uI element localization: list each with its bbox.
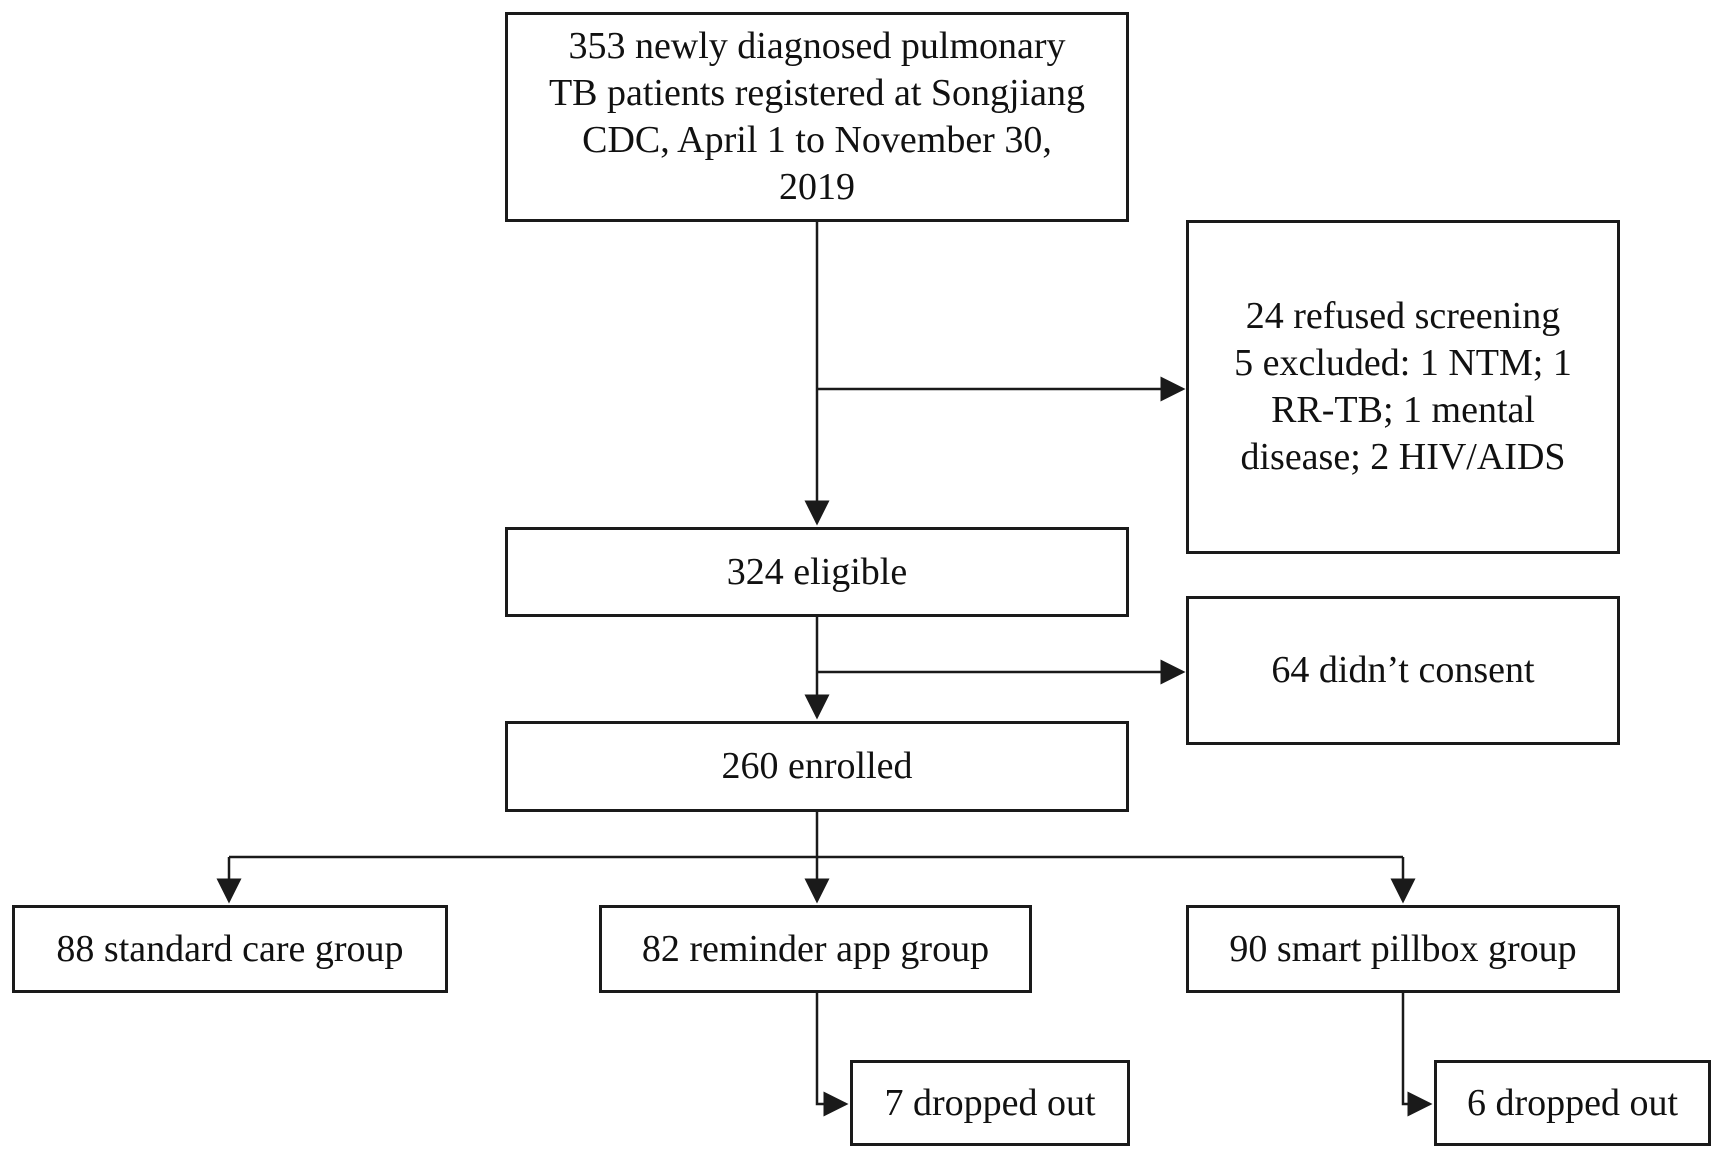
arrow-pillbox-to-dropout <box>1401 993 1433 1117</box>
node-app-dropout-label: 7 dropped out <box>884 1081 1096 1124</box>
node-excluded-line-1: 24 refused screening <box>1245 295 1561 337</box>
arrow-app-to-dropout <box>815 993 849 1117</box>
node-smart-pillbox-label: 90 smart pillbox group <box>1229 927 1577 970</box>
node-no-consent: 64 didn’t consent <box>1186 596 1620 745</box>
node-excluded-line-3: RR-TB; 1 mental <box>1271 389 1535 431</box>
node-app-dropout: 7 dropped out <box>850 1060 1130 1146</box>
node-reminder-app-label: 82 reminder app group <box>641 927 990 970</box>
node-smart-pillbox-group: 90 smart pillbox group <box>1186 905 1620 993</box>
node-eligible: 324 eligible <box>505 527 1129 617</box>
node-eligible-label: 324 eligible <box>726 550 908 593</box>
node-excluded: 24 refused screening 5 excluded: 1 NTM; … <box>1186 220 1620 554</box>
node-no-consent-label: 64 didn’t consent <box>1271 649 1535 691</box>
node-registered-line-1: 353 newly diagnosed pulmonary <box>568 25 1066 67</box>
node-excluded-line-2: 5 excluded: 1 NTM; 1 <box>1234 342 1572 384</box>
node-enrolled-label: 260 enrolled <box>721 745 913 787</box>
node-registered-line-2: TB patients registered at Songjiang <box>548 72 1086 114</box>
node-registered-line-4: 2019 <box>778 166 855 208</box>
node-excluded-line-4: disease; 2 HIV/AIDS <box>1240 436 1566 478</box>
node-registered-line-3: CDC, April 1 to November 30, <box>582 119 1052 161</box>
node-pillbox-dropout-label: 6 dropped out <box>1466 1081 1679 1124</box>
node-standard-care-label: 88 standard care group <box>56 927 404 970</box>
node-standard-care-group: 88 standard care group <box>12 905 448 993</box>
node-reminder-app-group: 82 reminder app group <box>599 905 1032 993</box>
node-registered-patients: 353 newly diagnosed pulmonary TB patient… <box>505 12 1129 222</box>
node-pillbox-dropout: 6 dropped out <box>1434 1060 1711 1146</box>
node-enrolled: 260 enrolled <box>505 721 1129 812</box>
